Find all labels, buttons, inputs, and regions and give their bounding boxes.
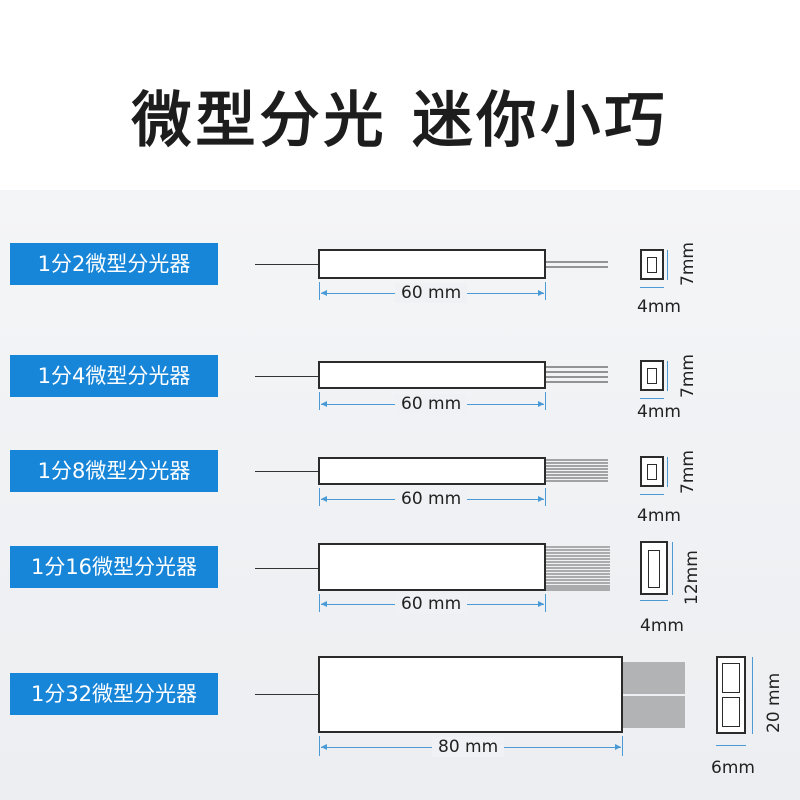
- label-1x2: 1分2微型分光器: [10, 243, 218, 285]
- input-fiber: [255, 568, 319, 569]
- label-1x32: 1分32微型分光器: [10, 673, 218, 715]
- width-dimension-line: [716, 745, 746, 746]
- output-fibers: [546, 458, 616, 488]
- cross-section-core-upper: [722, 663, 740, 693]
- splitter-body: [318, 361, 546, 389]
- page-title: 微型分光 迷你小巧: [131, 86, 669, 156]
- dim-tick-left: [319, 392, 320, 410]
- height-dimension-line: [752, 657, 753, 734]
- dim-tick-left: [319, 282, 320, 300]
- dim-tick-right: [545, 282, 546, 300]
- label-1x4: 1分4微型分光器: [10, 355, 218, 397]
- output-fibers: [546, 258, 616, 278]
- width-label: 4mm: [637, 297, 681, 317]
- dim-tick-right: [545, 594, 546, 612]
- length-label: 60 mm: [395, 489, 468, 509]
- input-fiber: [255, 264, 319, 265]
- arrow-left-icon: [321, 601, 327, 607]
- dim-tick-left: [319, 736, 320, 756]
- arrow-right-icon: [538, 496, 544, 502]
- length-label: 60 mm: [395, 394, 468, 414]
- arrow-left-icon: [321, 496, 327, 502]
- dim-tick-right: [545, 488, 546, 506]
- splitter-body: [318, 457, 546, 485]
- height-label: 20 mm: [764, 672, 784, 733]
- output-fibers: [546, 545, 618, 595]
- height-label: 12mm: [682, 550, 702, 605]
- arrow-left-icon: [321, 744, 327, 750]
- input-fiber: [255, 694, 319, 695]
- arrow-right-icon: [615, 744, 621, 750]
- length-label: 60 mm: [395, 594, 468, 614]
- height-label: 7mm: [678, 354, 698, 398]
- width-dimension-line: [640, 398, 664, 399]
- arrow-right-icon: [538, 401, 544, 407]
- arrow-left-icon: [321, 401, 327, 407]
- label-1x8: 1分8微型分光器: [10, 450, 218, 492]
- length-label: 60 mm: [395, 283, 468, 303]
- splitter-body: [318, 249, 546, 279]
- arrow-left-icon: [321, 290, 327, 296]
- width-dimension-line: [640, 287, 664, 288]
- cross-section-core: [647, 368, 657, 384]
- cross-section-core: [647, 464, 657, 480]
- cross-section: [640, 456, 664, 487]
- cross-section-core-lower: [722, 697, 740, 727]
- dim-tick-left: [319, 488, 320, 506]
- input-fiber: [255, 471, 319, 472]
- height-dimension-line: [667, 250, 668, 280]
- header-band: [0, 0, 800, 190]
- arrow-right-icon: [538, 601, 544, 607]
- splitter-body: [318, 543, 546, 591]
- cross-section-core: [648, 550, 660, 588]
- width-label: 4mm: [640, 616, 684, 636]
- width-dimension-line: [640, 600, 668, 601]
- output-fibers: [546, 364, 616, 390]
- cross-section: [640, 541, 668, 595]
- width-label: 4mm: [637, 402, 681, 422]
- dim-tick-right: [545, 392, 546, 410]
- splitter-body: [318, 656, 623, 733]
- length-label: 80 mm: [432, 737, 505, 757]
- height-label: 7mm: [678, 450, 698, 494]
- height-dimension-line: [672, 542, 673, 595]
- cross-section: [640, 249, 664, 280]
- label-1x16: 1分16微型分光器: [10, 546, 218, 588]
- width-label: 4mm: [637, 506, 681, 526]
- cross-section-core: [647, 257, 657, 273]
- output-fibers: [623, 662, 691, 732]
- width-dimension-line: [640, 494, 664, 495]
- height-dimension-line: [667, 457, 668, 487]
- cross-section: [716, 656, 746, 734]
- height-label: 7mm: [678, 242, 698, 286]
- cross-section: [640, 360, 664, 391]
- width-label: 6mm: [711, 758, 755, 778]
- input-fiber: [255, 376, 319, 377]
- arrow-right-icon: [538, 290, 544, 296]
- dim-tick-right: [622, 736, 623, 756]
- height-dimension-line: [667, 361, 668, 391]
- dim-tick-left: [319, 594, 320, 612]
